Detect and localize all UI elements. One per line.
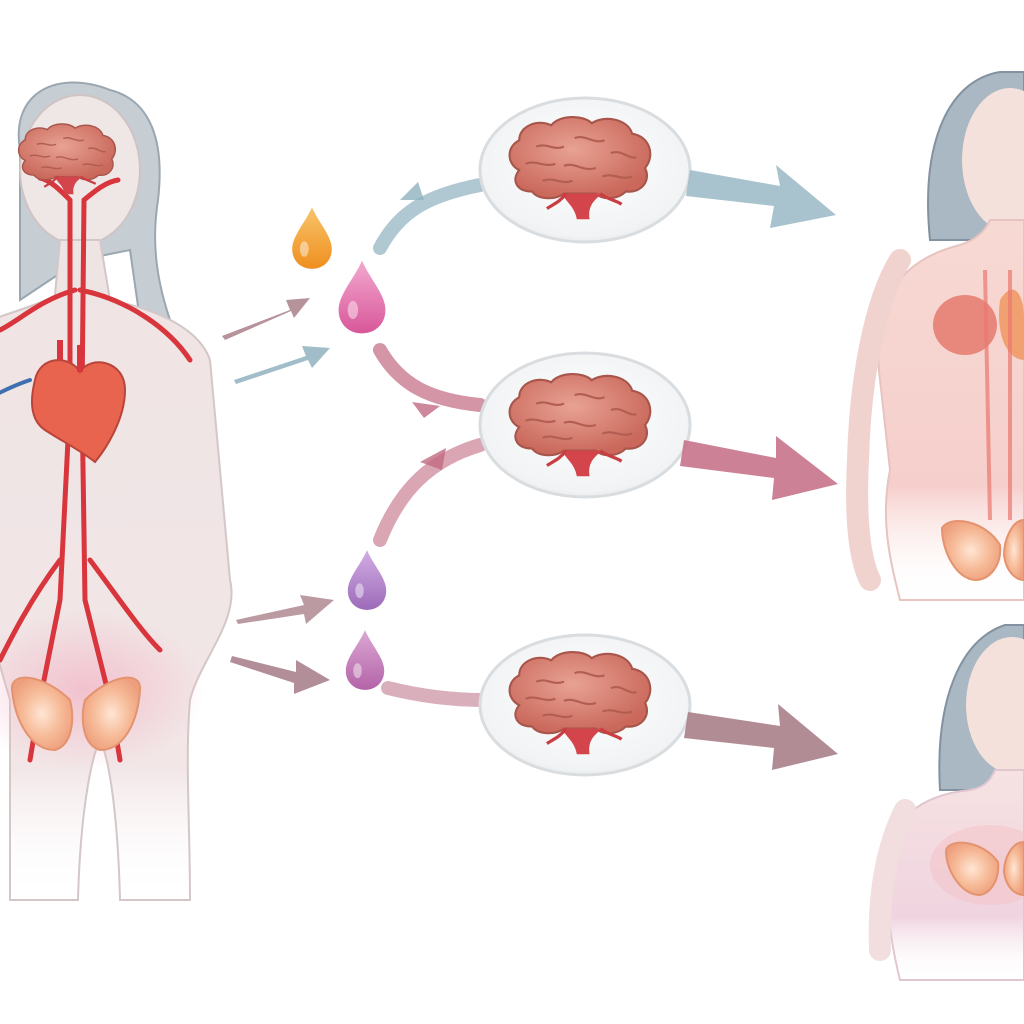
left-ovary-icon xyxy=(940,520,1002,582)
arrow-icon xyxy=(412,402,440,418)
head-shape xyxy=(962,88,1024,232)
left-breast-gland-icon xyxy=(944,841,1000,897)
incoming-arrows xyxy=(680,165,838,770)
arteries xyxy=(983,269,1012,521)
arrow-icon xyxy=(373,178,487,255)
arm-shape xyxy=(846,249,911,591)
right-top-female-figure xyxy=(846,71,1024,601)
droplet-icon xyxy=(338,260,386,334)
heart-vessels xyxy=(57,340,83,372)
brain-capsule-bottom xyxy=(478,633,692,777)
arrow-icon xyxy=(222,298,310,340)
arrow-icon xyxy=(230,656,330,694)
right-ovary-icon xyxy=(81,676,142,752)
droplet-icon xyxy=(292,207,332,269)
arm-shape xyxy=(868,799,916,961)
droplet-icon xyxy=(347,550,387,610)
outgoing-arrows xyxy=(222,298,334,694)
torso-shape xyxy=(0,239,233,901)
right-ovary-icon xyxy=(1002,518,1024,582)
droplet-icon xyxy=(345,630,385,690)
right-bottom-female-figure xyxy=(868,624,1024,981)
arrow-icon xyxy=(686,165,836,228)
arrow-icon xyxy=(373,343,487,412)
brain-capsule-middle xyxy=(478,351,692,499)
brain-capsule-top xyxy=(478,96,692,244)
left-ovary-icon xyxy=(10,676,74,752)
arrow-icon xyxy=(400,182,424,200)
arrow-icon xyxy=(234,346,330,384)
veins xyxy=(0,378,32,395)
arrow-icon xyxy=(684,704,838,770)
head-shape xyxy=(966,637,1024,773)
heart-icon xyxy=(933,295,997,355)
flow-curves xyxy=(373,178,491,707)
arrow-icon xyxy=(680,436,838,500)
heart-icon xyxy=(31,359,127,464)
arrow-icon xyxy=(236,595,334,624)
arrow-icon xyxy=(381,681,491,707)
arrow-icon xyxy=(373,438,487,547)
arrow-icon xyxy=(420,448,446,470)
left-female-figure xyxy=(0,81,233,901)
right-breast-gland-icon xyxy=(1002,840,1024,897)
